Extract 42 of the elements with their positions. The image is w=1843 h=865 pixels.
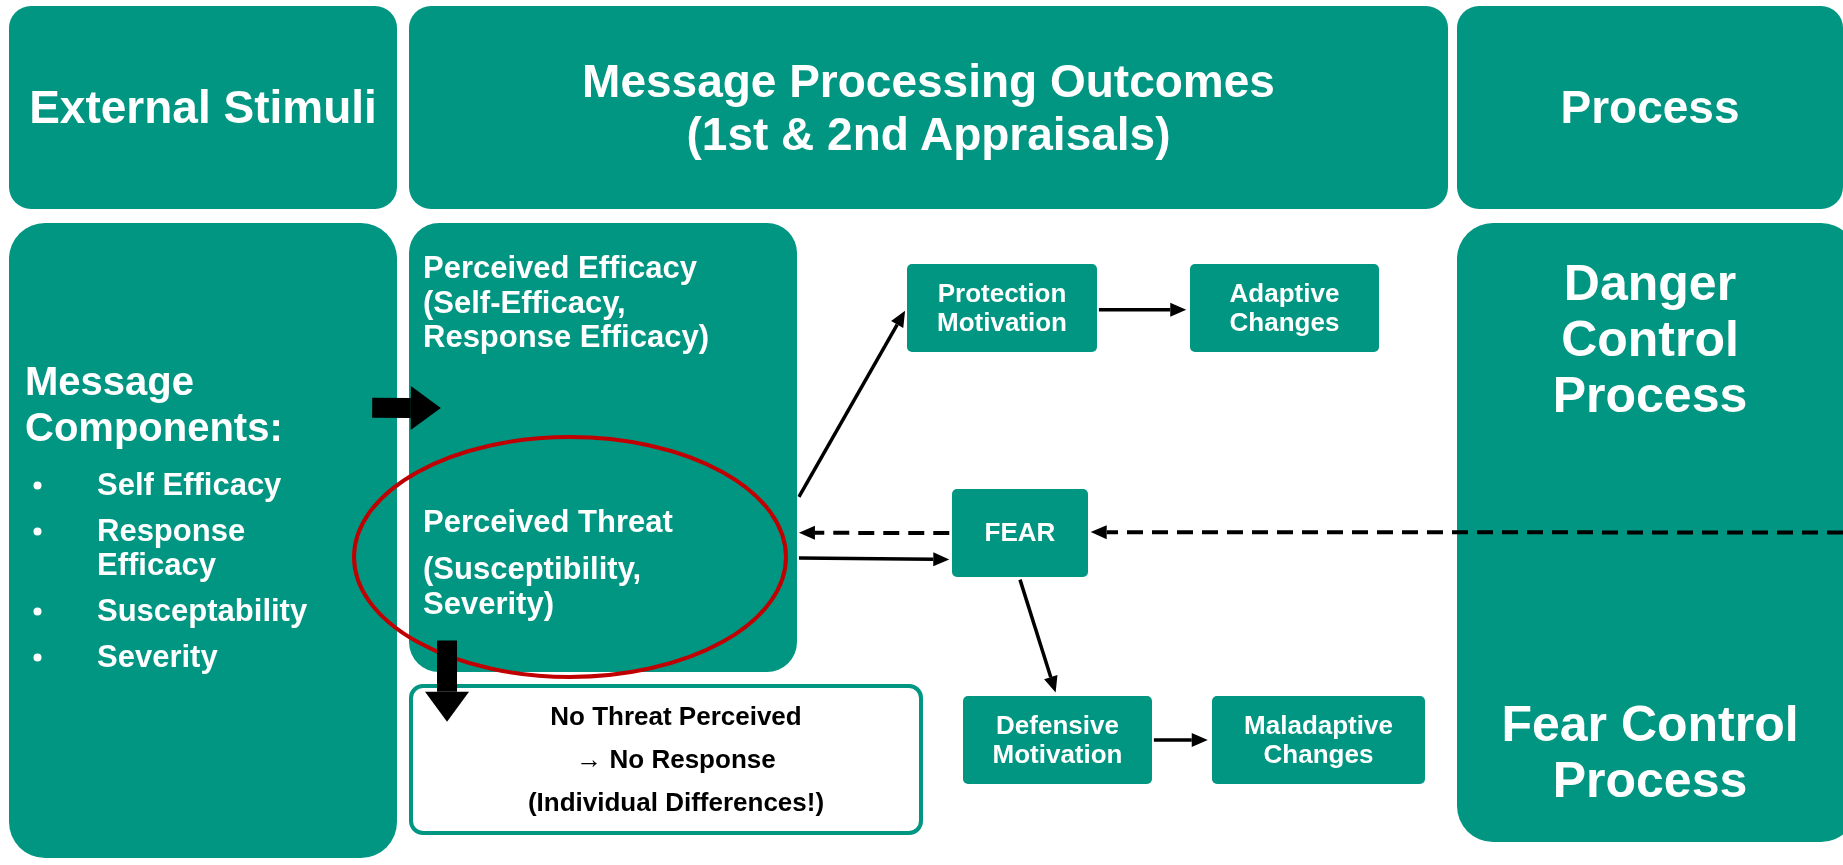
arrow: [1098, 302, 1187, 317]
arrow: [1090, 525, 1843, 540]
process-box: [1212, 696, 1425, 784]
box-text: Perceived Efficacy (Self-Efficacy, Response Efficacy): [423, 251, 710, 356]
panel-heading: Message Components:: [25, 358, 284, 450]
outcome-text: No Threat Perceived: [550, 700, 802, 732]
box-heading: Perceived Threat: [423, 505, 673, 540]
box-text: FEAR: [984, 518, 1056, 548]
process-box: [963, 696, 1152, 784]
box-text: Protection Motivation: [936, 278, 1068, 338]
panel-heading: Danger Control Process: [1551, 255, 1749, 423]
arrow: [798, 552, 950, 567]
bullet-item: Response Efficacy: [25, 514, 317, 583]
header-box: [1457, 6, 1843, 209]
box-text: Defensive Motivation: [991, 710, 1124, 770]
box-text: Maladaptive Changes: [1243, 710, 1394, 770]
outcome-text: (Individual Differences!): [527, 787, 825, 819]
process-box: [907, 264, 1097, 352]
header-text: External Stimuli: [29, 81, 377, 134]
bullet-item: Susceptability: [25, 594, 317, 629]
header-box: [409, 6, 1448, 209]
stimuli-panel: [9, 223, 397, 858]
arrow: [1153, 733, 1208, 747]
header-box: [9, 6, 397, 209]
header-text: Message Processing Outcomes (1st & 2nd Appraisals): [581, 54, 1276, 161]
block-arrow: [425, 640, 470, 722]
outcome-text: → No Response: [576, 743, 776, 776]
box-text: (Susceptibility, Severity): [423, 551, 643, 622]
arrow: [1018, 579, 1058, 693]
arrow: [797, 310, 906, 498]
bullet-item: Self Efficacy: [25, 468, 317, 503]
process-panel: [1457, 223, 1843, 842]
outcome-box: [409, 684, 923, 835]
block-arrow: [372, 385, 441, 430]
panel-heading: Fear Control Process: [1500, 696, 1800, 808]
bullet-item: Severity: [25, 640, 317, 675]
header-text: Process: [1560, 81, 1740, 134]
box-text: Adaptive Changes: [1228, 278, 1341, 338]
arrow: [798, 525, 950, 540]
process-box: [1190, 264, 1379, 352]
process-box: [952, 489, 1088, 577]
appraisal-box: [409, 223, 797, 672]
